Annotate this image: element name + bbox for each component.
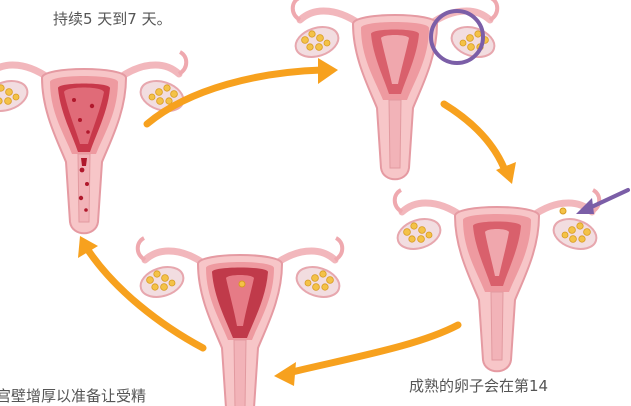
cycle-arrow [444,104,504,168]
cycle-arrow [88,250,203,348]
caption-menstruation-duration: 持续5 天到7 天。 [53,8,172,29]
uterus-follicular-stage [292,0,498,179]
cycle-arrow [292,325,458,372]
caption-ovulation-day: 成熟的卵子会在第14 [409,375,548,396]
uterus-ovulation-stage [394,190,600,371]
uterus-menstrual-stage [0,52,187,233]
pointer-arrow-icon [576,190,628,214]
uterus-luteal-stage [137,238,343,406]
cycle-arrows [88,70,504,372]
caption-uterine-wall-thickening: 宫壁增厚以准备让受精 [0,385,146,406]
